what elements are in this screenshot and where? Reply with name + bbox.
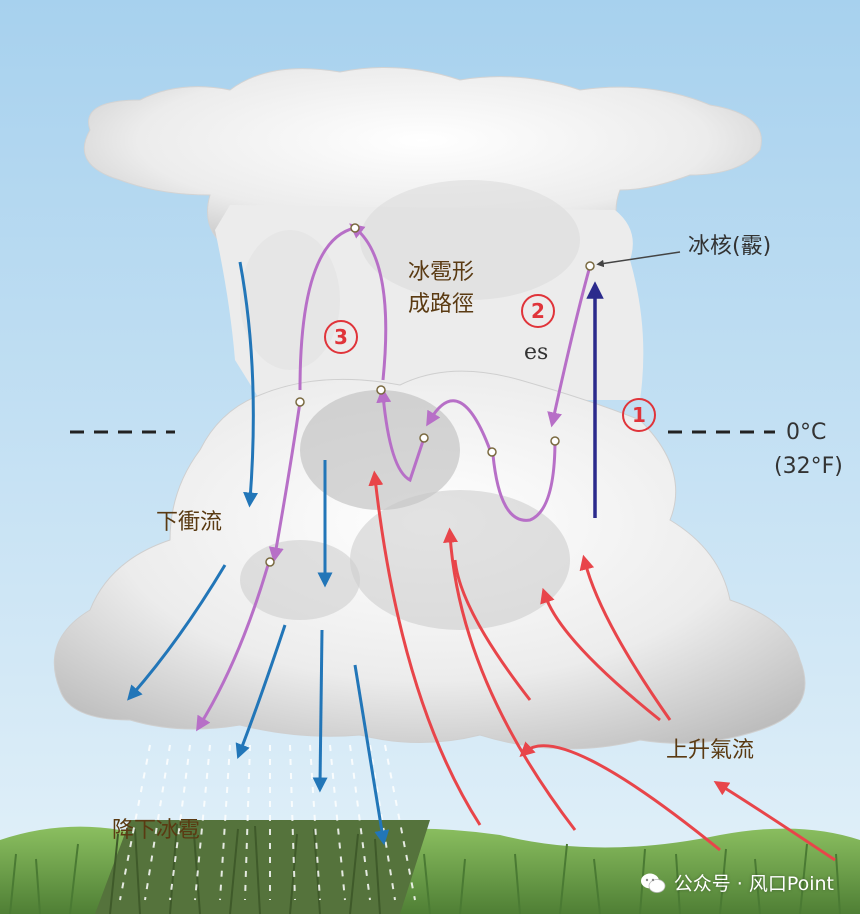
ice-core-label: 冰核(霰) [688, 234, 772, 259]
freezing-celsius-label: 0°C [786, 420, 827, 445]
es-label: es [524, 340, 549, 365]
ice-core-pointer [596, 251, 681, 268]
step-3-badge: 3 [324, 320, 358, 354]
hail-path-label-line1: 冰雹形 [408, 260, 475, 285]
freezing-fahrenheit-label: (32°F) [774, 454, 843, 479]
hail-growth-paths [196, 223, 592, 732]
wechat-icon [640, 873, 666, 893]
watermark: 公众号 · 风口Point [640, 869, 834, 896]
watermark-text: 公众号 · 风口Point [673, 873, 834, 895]
hail-field [95, 820, 430, 914]
hail-path-label-line2: 成路徑 [408, 292, 475, 317]
storm-cloud [53, 67, 806, 750]
downdraft-arrows [127, 261, 390, 846]
updraft-arrows [368, 470, 836, 862]
hail-nodes [265, 223, 595, 567]
step-2-badge: 2 [521, 294, 555, 328]
step-1-badge: 1 [622, 398, 656, 432]
hail-fall-label: 降下冰雹 [112, 818, 201, 843]
updraft-label: 上升氣流 [666, 738, 755, 763]
downdraft-label: 下衝流 [156, 510, 223, 535]
